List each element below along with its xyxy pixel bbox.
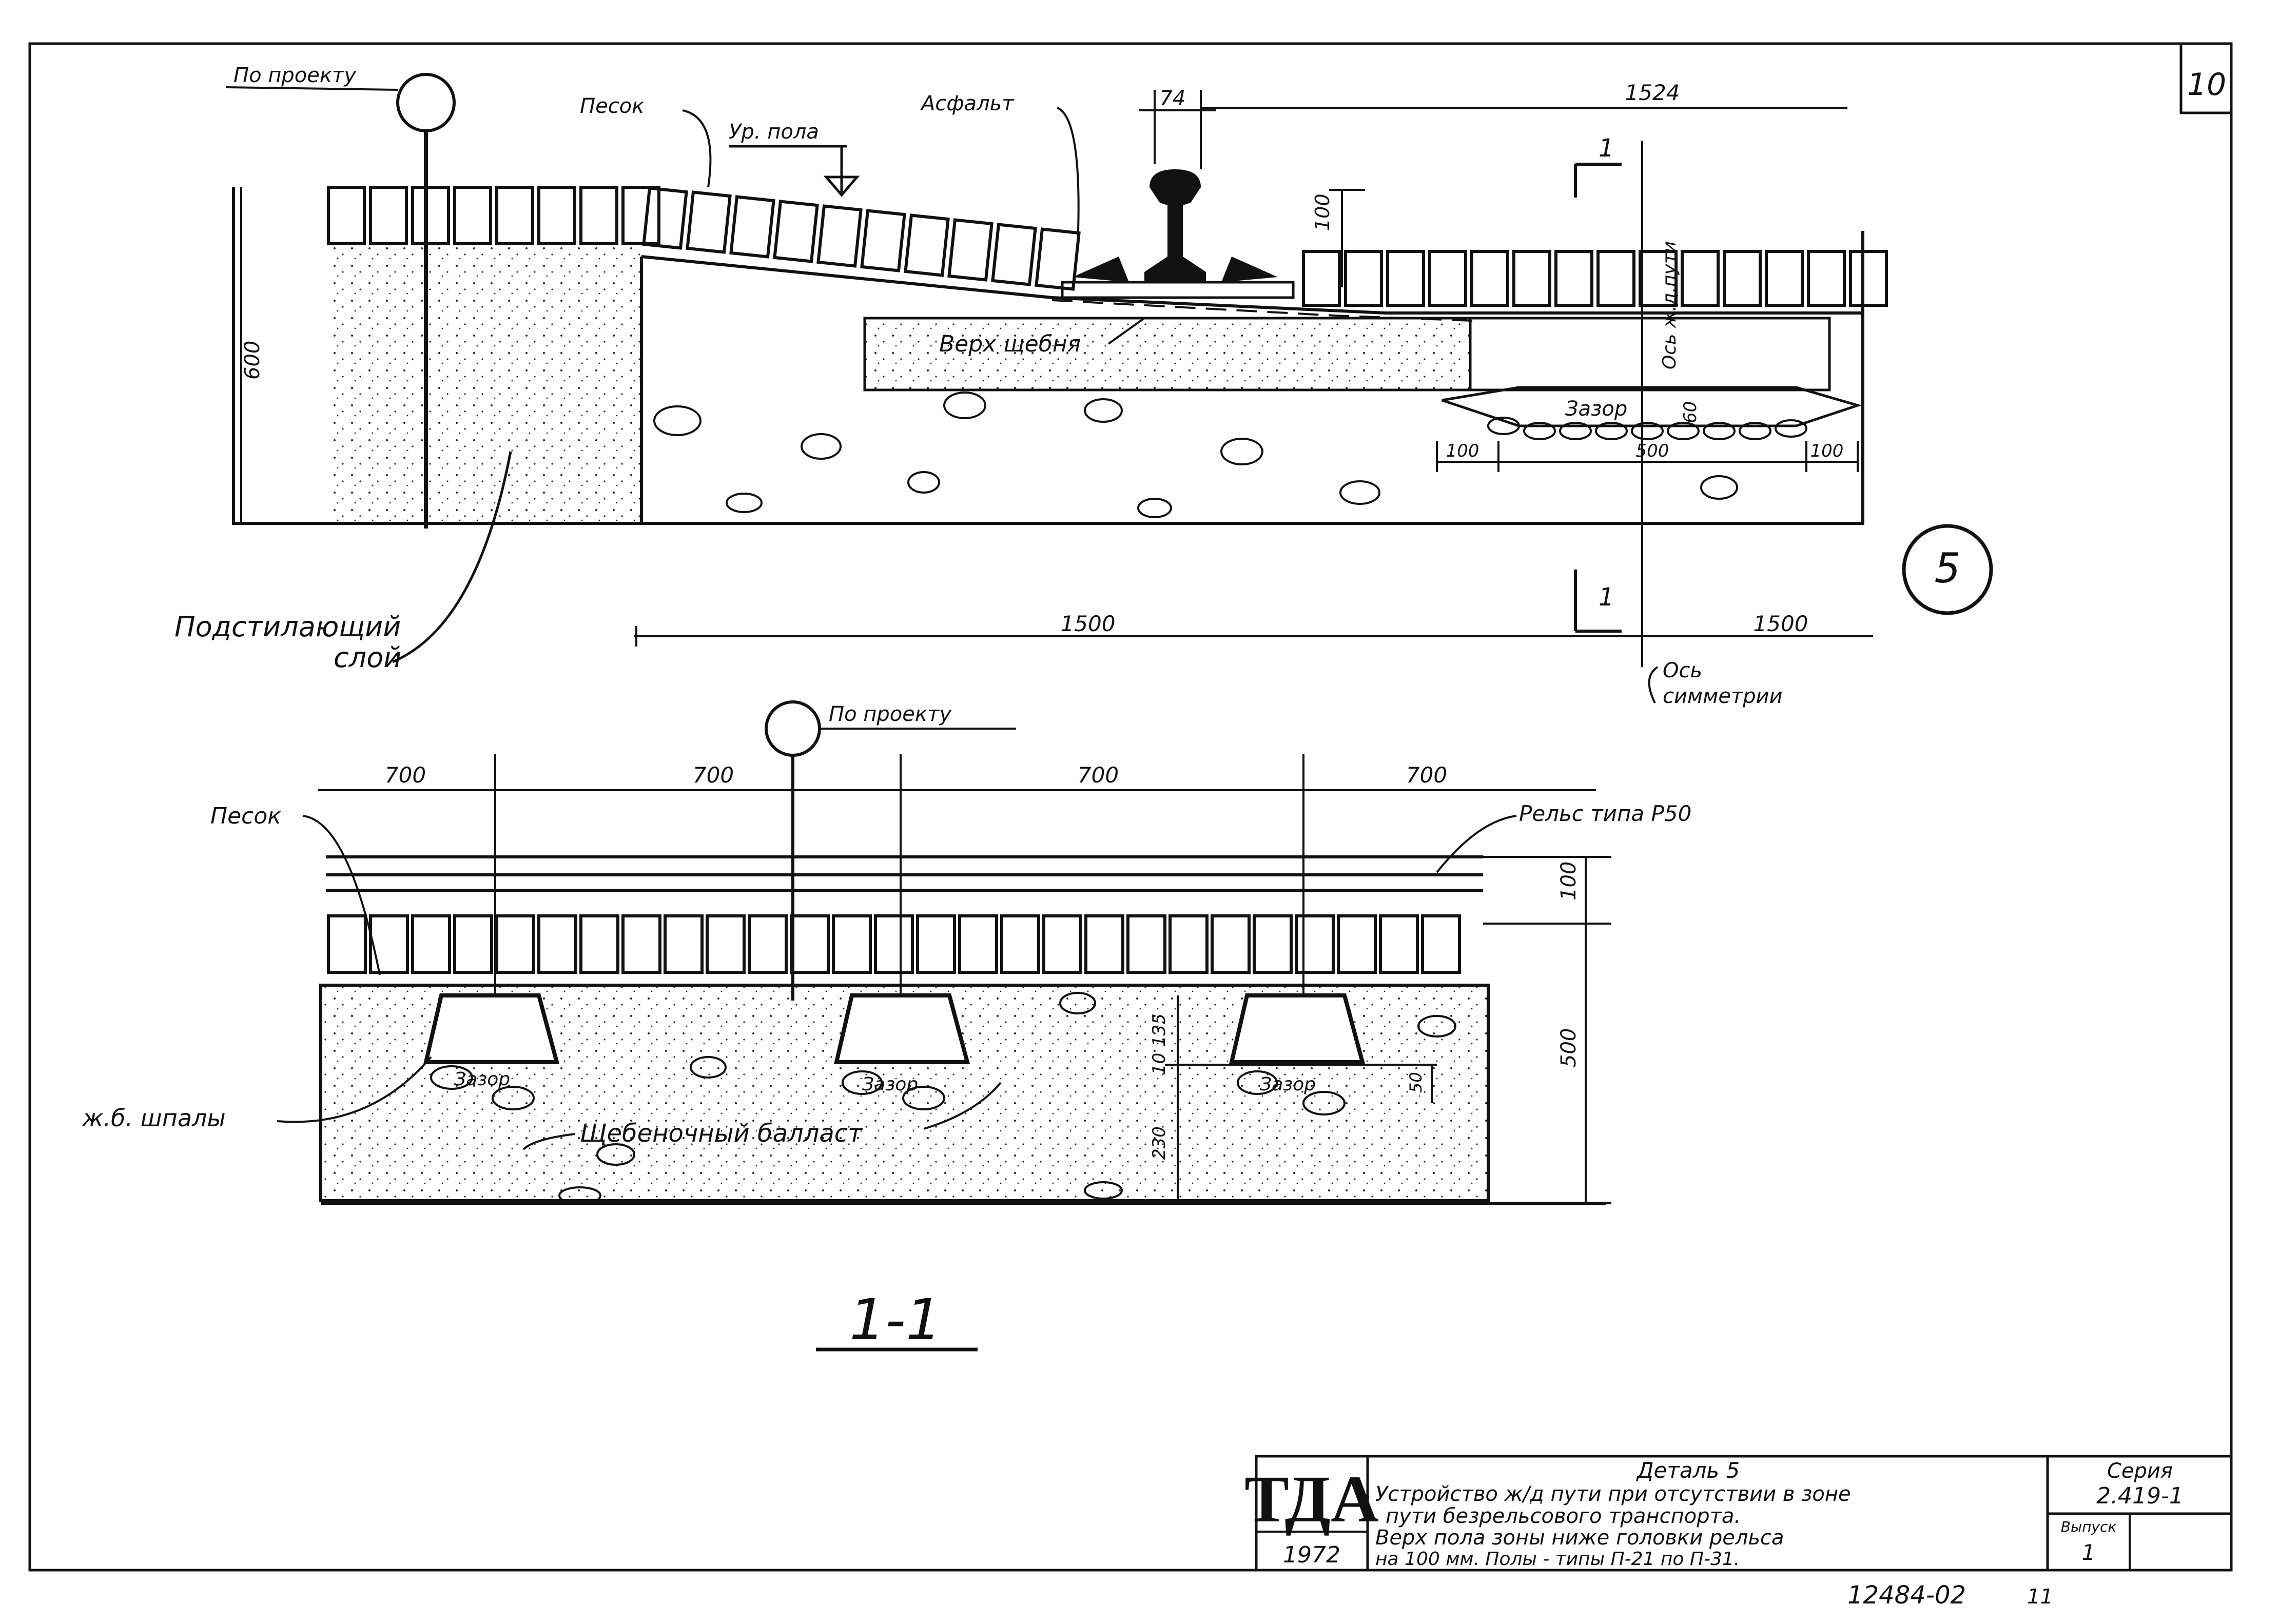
dim-700-1: 700 [385,762,426,788]
sheet-number: 10 [2187,67,2226,103]
label-floor-level: Ур. пола [729,120,819,144]
dim-100-b: 100 [1557,862,1581,901]
sleeper-block-right [1469,317,1831,392]
dim-60: 60 [1680,401,1701,423]
label-axis-track: Ось ж.д.пути [1659,241,1680,369]
rail-profile [1061,169,1295,299]
org-logo: ТДА [1244,1462,1379,1536]
floor-level-marker [729,145,860,197]
label-axis-symmetry-2: симметрии [1663,684,1783,708]
dim-1500-right: 1500 [1754,611,1808,636]
dim-700-2: 700 [693,762,734,788]
dim-100-left: 100 [1446,441,1479,461]
sleeper-3 [1229,993,1366,1064]
label-ballast: Щебеночный балласт [580,1119,863,1148]
dim-500-b: 500 [1557,1028,1581,1067]
section-title: 1-1 [849,1287,942,1353]
dim-rail-width: 74 [1160,87,1186,110]
page-number: 11 [2027,1585,2053,1609]
tile-row-left [327,186,660,245]
label-sleepers: ж.б. шпалы [82,1104,226,1132]
section-mark-bottom-label: 1 [1599,583,1614,612]
detail-number-circle [1902,524,1993,615]
sleeper-block-section-a [863,317,1472,392]
label-sublayer-1: Подстилающий [174,611,401,643]
section-mark-bottom [1574,570,1622,633]
dim-100-right: 100 [1810,441,1844,461]
label-by-project-a: По проекту [233,64,357,87]
label-sand-b: Песок [210,803,281,829]
label-by-project-b: По проекту [829,702,952,726]
label-rail-type: Рельс типа Р50 [1519,801,1691,826]
tile-row-right [1302,250,1888,307]
issue-label: Выпуск [2061,1518,2117,1535]
desc-line-3: Верх пола зоны ниже головки рельса [1375,1526,1784,1550]
dim-600: 600 [241,341,264,380]
crushed-stone-top-line [1051,299,1473,322]
ballast-stones-a [653,392,1738,518]
desc-line-1: Устройство ж/д пути при отсутствии в зон… [1375,1482,1851,1506]
label-axis-symmetry-1: Ось [1663,659,1702,682]
tile-row-b [327,914,1461,974]
gap-stones [1487,417,1807,440]
dim-10: 10 [1149,1053,1170,1075]
label-sand-a: Песок [580,94,644,118]
tile-row-slope [642,186,1081,291]
level-marker-b [765,700,821,757]
dim-1500-left: 1500 [1061,611,1116,636]
dim-100-height: 100 [1311,193,1334,231]
section-a: По проекту Ур. пола Песок Асфальт 74 152… [174,64,1993,708]
title-block: ТДА 1972 Деталь 5 Устройство ж/д пути пр… [1244,1455,2233,1610]
label-gap-a: Зазор [1565,397,1627,421]
series-value: 2.419-1 [2096,1483,2184,1509]
section-mark-top [1574,163,1622,198]
section-b: По проекту 700 700 700 700 Песок Рельс т… [82,700,1691,1353]
sleeper-1 [423,993,560,1064]
detail-number: 5 [1935,544,1961,592]
section-mark-top-label: 1 [1599,134,1614,163]
label-crushed-stone-top: Верх щебня [939,331,1081,357]
sheet-number-box [2179,42,2233,114]
dim-230: 230 [1149,1126,1170,1160]
doc-number: 12484-02 [1847,1581,1966,1610]
level-marker-circle [396,73,456,132]
series-label: Серия [2107,1459,2173,1483]
label-sublayer-2: слой [334,641,401,674]
title-detail: Деталь 5 [1636,1458,1740,1483]
sleeper-2 [833,993,970,1064]
rail-lines [326,855,1483,892]
dim-700-4: 700 [1406,762,1447,788]
dim-500: 500 [1636,441,1669,461]
sheet-frame [28,42,2233,1572]
issue-value: 1 [2082,1540,2096,1565]
dim-135: 135 [1149,1013,1170,1047]
desc-line-4: на 100 мм. Полы - типы П-21 по П-31. [1375,1549,1740,1570]
desc-line-2: пути безрельсового транспорта. [1386,1504,1741,1528]
dim-700-3: 700 [1078,762,1119,788]
ballast-stones-b [430,992,1456,1205]
sublayer-fill [334,246,641,523]
title-year: 1972 [1283,1542,1340,1568]
dim-gauge-1524: 1524 [1625,80,1680,105]
label-asphalt: Асфальт [920,92,1015,115]
dim-50: 50 [1406,1072,1426,1093]
